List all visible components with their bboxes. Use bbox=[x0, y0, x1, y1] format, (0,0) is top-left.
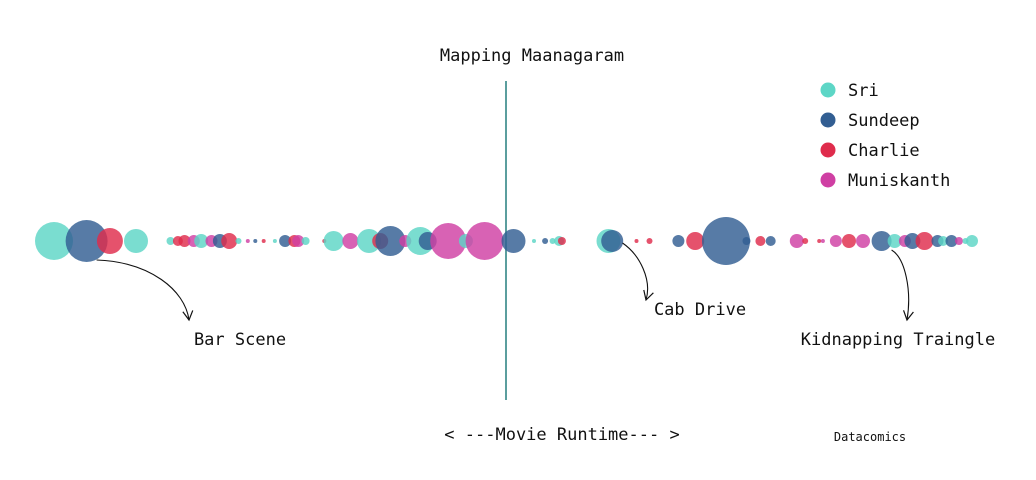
scene-bubble-sundeep bbox=[672, 235, 685, 247]
scene-bubble-sri bbox=[35, 222, 73, 260]
scene-bubble-charlie bbox=[802, 238, 809, 244]
x-axis-label: < ---Movie Runtime--- > bbox=[444, 425, 679, 445]
annotation-arrow bbox=[622, 242, 654, 302]
scene-bubble-muniskanth bbox=[342, 233, 359, 249]
scene-bubble-sri bbox=[549, 238, 556, 244]
scene-bubble-sri bbox=[272, 239, 277, 243]
annotation-arrow bbox=[96, 259, 194, 322]
scene-bubbles bbox=[35, 217, 978, 265]
scene-bubble-sundeep bbox=[279, 235, 292, 247]
scene-bubble-sri bbox=[887, 234, 902, 248]
legend-swatch-sri bbox=[820, 82, 836, 98]
scene-bubble-sundeep bbox=[375, 226, 406, 256]
scene-bubble-sundeep bbox=[871, 231, 892, 251]
scene-bubble-sri bbox=[194, 234, 209, 248]
annotation-arrow bbox=[891, 249, 914, 322]
scene-bubble-charlie bbox=[646, 238, 653, 244]
scene-bubble-sri bbox=[124, 229, 148, 253]
annotation-label: Kidnapping Traingle bbox=[801, 330, 995, 350]
scene-bubble-charlie bbox=[817, 239, 822, 243]
chart-title: Mapping Maanagaram bbox=[440, 46, 624, 66]
scene-bubble-sundeep bbox=[945, 235, 958, 247]
scene-bubble-muniskanth bbox=[955, 237, 963, 245]
scene-bubble-muniskanth bbox=[820, 239, 825, 243]
scene-bubble-muniskanth bbox=[465, 222, 504, 260]
credit-label: Datacomics bbox=[834, 430, 906, 444]
legend-swatch-sundeep bbox=[820, 112, 836, 128]
scene-bubble-sundeep bbox=[542, 238, 549, 244]
scene-bubble-sri bbox=[166, 237, 175, 245]
scene-bubble-charlie bbox=[686, 232, 705, 250]
scene-bubble-charlie bbox=[221, 233, 238, 249]
legend-label-sri: Sri bbox=[848, 81, 879, 101]
legend-label-muniskanth: Muniskanth bbox=[848, 171, 950, 191]
scene-bubble-charlie bbox=[755, 236, 766, 246]
scene-bubble-charlie bbox=[842, 234, 856, 248]
scene-bubble-muniskanth bbox=[245, 239, 250, 243]
scene-bubble-sundeep bbox=[601, 230, 624, 252]
scene-bubble-sri bbox=[323, 231, 344, 251]
legend-swatch-muniskanth bbox=[820, 172, 836, 188]
scene-bubble-sundeep bbox=[65, 220, 108, 262]
scene-bubble-sri bbox=[235, 238, 242, 244]
scene-bubble-muniskanth bbox=[292, 235, 305, 247]
legend-label-charlie: Charlie bbox=[848, 141, 920, 161]
scene-bubble-charlie bbox=[178, 235, 191, 247]
scene-bubble-sundeep bbox=[501, 229, 526, 253]
scene-bubble-sundeep bbox=[742, 237, 751, 245]
legend-swatch-charlie bbox=[820, 142, 836, 158]
scene-bubble-muniskanth bbox=[829, 235, 842, 247]
scene-bubble-sundeep bbox=[904, 233, 921, 249]
scene-bubble-muniskanth bbox=[789, 234, 804, 248]
scene-bubble-muniskanth bbox=[430, 223, 467, 259]
scene-bubble-muniskanth bbox=[856, 234, 870, 248]
scene-bubble-charlie bbox=[557, 237, 566, 245]
scene-bubble-sundeep bbox=[253, 239, 258, 243]
scene-bubble-sundeep bbox=[702, 217, 750, 265]
scene-bubble-charlie bbox=[261, 239, 266, 243]
annotation-label: Bar Scene bbox=[194, 330, 286, 350]
scene-bubble-charlie bbox=[96, 228, 123, 254]
scene-bubble-charlie bbox=[915, 232, 934, 250]
scene-bubble-sri bbox=[938, 236, 949, 246]
annotation-label: Cab Drive bbox=[654, 300, 746, 320]
scene-bubble-sundeep bbox=[765, 236, 776, 246]
scene-bubble-sri bbox=[532, 239, 536, 243]
scene-bubble-sri bbox=[966, 235, 978, 247]
legend-label-sundeep: Sundeep bbox=[848, 111, 920, 131]
scene-bubble-charlie bbox=[634, 239, 639, 243]
scene-bubble-sri bbox=[301, 237, 310, 245]
